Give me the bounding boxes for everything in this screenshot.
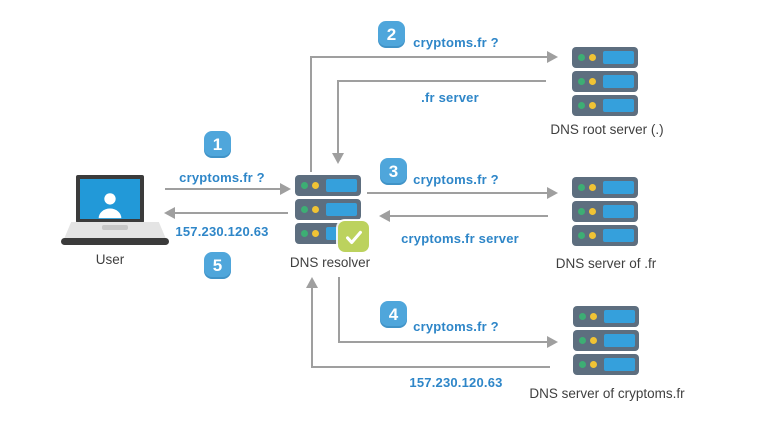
led-yellow bbox=[312, 230, 319, 237]
server-panel bbox=[603, 99, 634, 112]
step-badge-5: 5 bbox=[204, 252, 231, 279]
led-green bbox=[578, 232, 585, 239]
step4-out-vertical-line bbox=[338, 277, 340, 343]
server-panel bbox=[326, 179, 357, 192]
dns-resolver-label: DNS resolver bbox=[289, 255, 371, 270]
step4-return-vertical-line bbox=[311, 288, 313, 368]
dns-fr-server-label: DNS server of .fr bbox=[555, 256, 657, 271]
step2-response-label: .fr server bbox=[421, 90, 479, 105]
step2-arrowhead bbox=[547, 51, 558, 63]
led-green bbox=[579, 313, 586, 320]
server-unit bbox=[572, 71, 638, 92]
led-green bbox=[301, 182, 308, 189]
step-badge-1: 1 bbox=[204, 131, 231, 158]
led-yellow bbox=[590, 337, 597, 344]
server-unit bbox=[572, 201, 638, 222]
step4-return-horizontal-line bbox=[312, 366, 550, 368]
step2-out-horizontal-line bbox=[310, 56, 547, 58]
led-yellow bbox=[589, 232, 596, 239]
led-yellow bbox=[589, 78, 596, 85]
led-yellow bbox=[590, 361, 597, 368]
step2-out-vertical-line bbox=[310, 56, 312, 172]
led-green bbox=[578, 208, 585, 215]
server-panel bbox=[604, 334, 635, 347]
step1-query-label: cryptoms.fr ? bbox=[179, 170, 265, 185]
server-unit bbox=[572, 95, 638, 116]
step4-arrowhead bbox=[547, 336, 558, 348]
led-yellow bbox=[589, 54, 596, 61]
step3-arrow-line bbox=[367, 192, 547, 194]
led-yellow bbox=[312, 182, 319, 189]
dns-cryptoms-server-icon bbox=[573, 306, 639, 378]
step-badge-4: 4 bbox=[380, 301, 407, 328]
led-green bbox=[578, 102, 585, 109]
step2-query-label: cryptoms.fr ? bbox=[413, 35, 499, 50]
led-yellow bbox=[590, 313, 597, 320]
step3-arrowhead bbox=[547, 187, 558, 199]
person-icon bbox=[98, 193, 122, 219]
led-green bbox=[578, 184, 585, 191]
led-yellow bbox=[589, 184, 596, 191]
server-unit bbox=[572, 177, 638, 198]
laptop-base bbox=[64, 222, 166, 239]
server-panel bbox=[604, 358, 635, 371]
server-unit bbox=[572, 47, 638, 68]
server-unit bbox=[295, 199, 361, 220]
step4-out-horizontal-line bbox=[338, 341, 547, 343]
step5-arrow-line bbox=[175, 212, 288, 214]
step4-query-label: cryptoms.fr ? bbox=[413, 319, 499, 334]
step3-return-arrowhead bbox=[379, 210, 390, 222]
led-green bbox=[579, 361, 586, 368]
led-yellow bbox=[589, 102, 596, 109]
laptop-bottom-edge bbox=[61, 238, 169, 245]
step5-response-label: 157.230.120.63 bbox=[175, 224, 269, 239]
led-yellow bbox=[589, 208, 596, 215]
server-unit bbox=[573, 306, 639, 327]
server-panel bbox=[603, 75, 634, 88]
step1-arrowhead bbox=[280, 183, 291, 195]
user-label: User bbox=[95, 252, 125, 267]
led-yellow bbox=[312, 206, 319, 213]
server-panel bbox=[603, 181, 634, 194]
laptop-touchpad bbox=[102, 225, 128, 230]
server-unit bbox=[295, 175, 361, 196]
step3-response-label: cryptoms.fr server bbox=[401, 231, 519, 246]
server-panel bbox=[604, 310, 635, 323]
server-panel bbox=[603, 229, 634, 242]
step5-arrowhead bbox=[164, 207, 175, 219]
led-green bbox=[578, 54, 585, 61]
step2-return-arrowhead bbox=[332, 153, 344, 164]
step2-return-vertical-line bbox=[337, 80, 339, 153]
step3-return-line bbox=[390, 215, 548, 217]
step-badge-3: 3 bbox=[380, 158, 407, 185]
step1-arrow-line bbox=[165, 188, 281, 190]
server-unit bbox=[573, 330, 639, 351]
step2-return-horizontal-line bbox=[338, 80, 546, 82]
server-panel bbox=[603, 51, 634, 64]
dns-fr-server-icon bbox=[572, 177, 638, 249]
server-panel bbox=[326, 203, 357, 216]
dns-root-server-label: DNS root server (.) bbox=[550, 122, 664, 137]
led-green bbox=[301, 230, 308, 237]
server-unit bbox=[573, 354, 639, 375]
laptop-icon bbox=[76, 175, 144, 223]
dns-resolver-icon bbox=[295, 175, 369, 252]
server-unit bbox=[572, 225, 638, 246]
step-badge-2: 2 bbox=[378, 21, 405, 48]
step3-query-label: cryptoms.fr ? bbox=[413, 172, 499, 187]
led-green bbox=[578, 78, 585, 85]
led-green bbox=[579, 337, 586, 344]
dns-root-server-icon bbox=[572, 47, 638, 119]
dns-cryptoms-server-label: DNS server of cryptoms.fr bbox=[529, 386, 685, 401]
step4-response-label: 157.230.120.63 bbox=[409, 375, 503, 390]
step4-return-arrowhead bbox=[306, 277, 318, 288]
led-green bbox=[301, 206, 308, 213]
server-panel bbox=[603, 205, 634, 218]
check-icon bbox=[338, 221, 369, 252]
